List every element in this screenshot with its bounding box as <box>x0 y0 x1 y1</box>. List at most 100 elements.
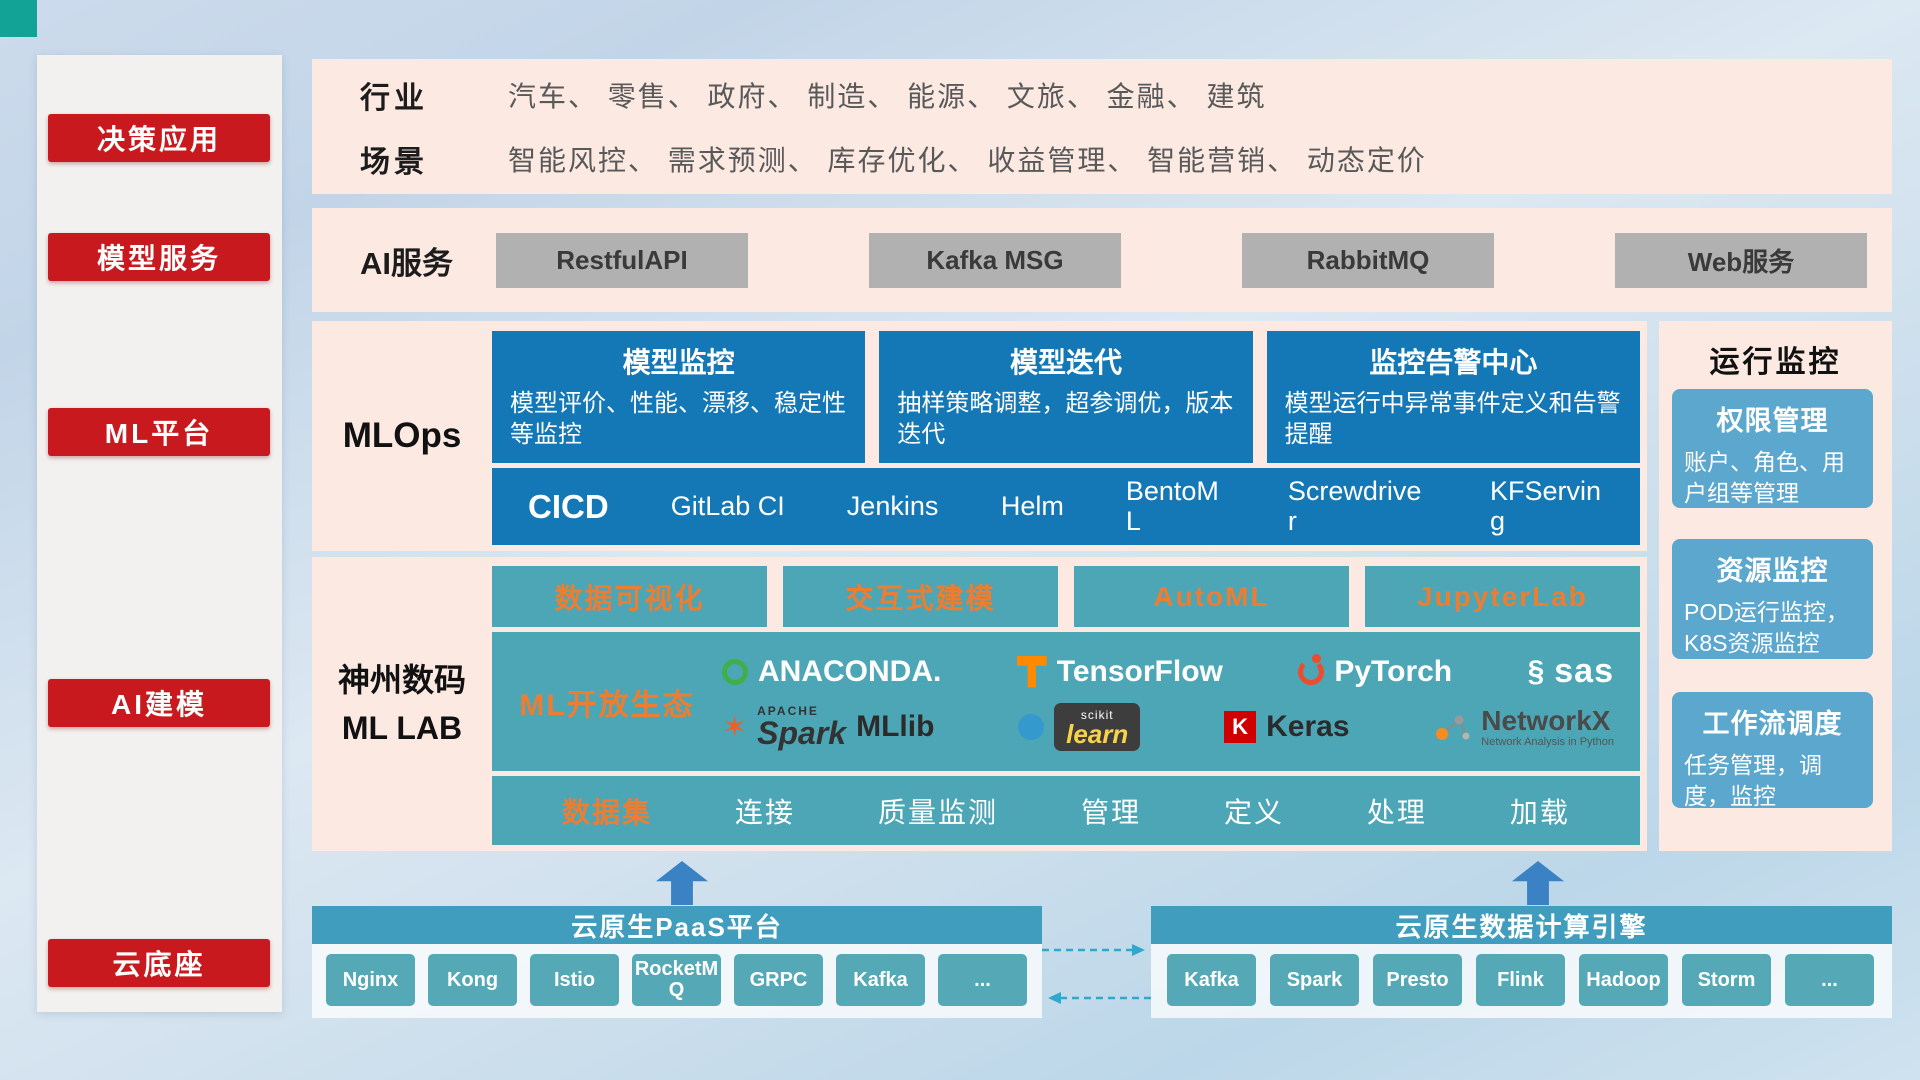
data-engine-group: 云原生数据计算引擎 Kafka Spark Presto Flink Hadoo… <box>1151 906 1892 1018</box>
flink-button[interactable]: Flink <box>1476 954 1565 1006</box>
sidebar-item-decision-apps[interactable]: 决策应用 <box>48 114 270 162</box>
card-desc: 模型运行中异常事件定义和告警提醒 <box>1284 390 1621 449</box>
model-iteration-card: 模型迭代 抽样策略调整，超参调优，版本迭代 <box>879 331 1253 463</box>
resource-monitoring-card: 资源监控 POD运行监控，K8S资源监控 <box>1672 539 1873 659</box>
jupyterlab-button[interactable]: JupyterLab <box>1365 566 1640 627</box>
pytorch-logo: PyTorch <box>1298 655 1452 689</box>
sidebar-item-ml-platform[interactable]: ML平台 <box>48 408 270 456</box>
kafka-msg-button[interactable]: Kafka MSG <box>869 232 1121 288</box>
mlops-panel: MLOps 模型监控 模型评价、性能、漂移、稳定性等监控 模型迭代 抽样策略调整… <box>312 321 1647 551</box>
networkx-logo: NetworkX Network Analysis in Python <box>1433 704 1614 749</box>
dataset-connect: 连接 <box>734 796 795 828</box>
web-service-button[interactable]: Web服务 <box>1615 232 1867 288</box>
paas-platform-title: 云原生PaaS平台 <box>312 906 1042 944</box>
keras-logo: K Keras <box>1224 710 1350 744</box>
left-sidebar: 决策应用 模型服务 ML平台 AI建模 云底座 <box>37 55 282 1012</box>
ai-service-label: AI服务 <box>360 245 453 281</box>
mllab-label-line1: 神州数码 <box>337 662 466 698</box>
ml-ecosystem-box: ML开放生态 ANACONDA. TensorFlow PyTorch <box>492 632 1640 771</box>
interactive-modeling-button[interactable]: 交互式建模 <box>783 566 1058 627</box>
engine-buttons: Kafka Spark Presto Flink Hadoop Storm ..… <box>1151 944 1892 1018</box>
grpc-button[interactable]: GRPC <box>734 954 823 1006</box>
dataset-process: 处理 <box>1366 796 1427 828</box>
jenkins-item: Jenkins <box>846 490 939 521</box>
card-title: 权限管理 <box>1716 406 1829 436</box>
restfulapi-button[interactable]: RestfulAPI <box>496 232 748 288</box>
ai-service-panel: AI服务 RestfulAPI Kafka MSG RabbitMQ Web服务 <box>312 208 1892 312</box>
data-visualization-button[interactable]: 数据可视化 <box>492 566 767 627</box>
engine-more-button[interactable]: ... <box>1785 954 1874 1006</box>
mllib-name: MLlib <box>856 710 935 743</box>
scenario-list: 智能风控、 需求预测、 库存优化、 收益管理、 智能营销、 动态定价 <box>508 144 1427 176</box>
pytorch-name: PyTorch <box>1334 654 1453 688</box>
data-engine-title: 云原生数据计算引擎 <box>1151 906 1892 944</box>
keras-name: Keras <box>1266 710 1350 743</box>
istio-button[interactable]: Istio <box>530 954 619 1006</box>
nginx-button[interactable]: Nginx <box>326 954 415 1006</box>
dataset-bar: 数据集 连接 质量监测 管理 定义 处理 加载 <box>492 776 1640 845</box>
dataset-manage: 管理 <box>1080 796 1141 828</box>
card-title: 监控告警中心 <box>1369 347 1538 378</box>
up-arrow-right <box>1512 861 1564 905</box>
networkx-icon <box>1436 715 1470 740</box>
bentoml-item: BentoML <box>1125 475 1219 536</box>
mllab-label-line2: ML LAB <box>341 710 463 746</box>
spark-name: Spark <box>757 715 847 751</box>
kong-button[interactable]: Kong <box>428 954 517 1006</box>
more-button[interactable]: ... <box>938 954 1027 1006</box>
dataset-load: 加载 <box>1509 796 1570 828</box>
ecosystem-logos-row2: ✶ APACHE Spark MLlib scikit learn <box>722 703 1614 751</box>
card-title: 模型监控 <box>622 347 735 378</box>
rocketmq-button[interactable]: RocketMQ <box>632 954 721 1006</box>
up-arrow-left <box>656 861 708 905</box>
ecosystem-logos: ANACONDA. TensorFlow PyTorch § sas <box>722 652 1640 751</box>
workflow-scheduling-card: 工作流调度 任务管理，调度，监控 <box>1672 692 1873 809</box>
cicd-label: CICD <box>528 487 609 525</box>
card-title: 工作流调度 <box>1702 709 1843 739</box>
card-desc: 抽样策略调整，超参调优，版本迭代 <box>897 390 1234 449</box>
scenario-row: 场景 智能风控、 需求预测、 库存优化、 收益管理、 智能营销、 动态定价 <box>360 137 1892 181</box>
scikit-learn-logo: scikit learn <box>1018 703 1141 751</box>
scikit-super: scikit <box>1080 708 1114 722</box>
anaconda-logo: ANACONDA. <box>722 655 941 689</box>
ml-ecosystem-label: ML开放生态 <box>519 688 695 722</box>
scikit-learn-name: learn <box>1066 719 1129 749</box>
keras-icon: K <box>1224 711 1257 743</box>
pytorch-icon <box>1298 658 1325 685</box>
tensorflow-logo: TensorFlow <box>1016 654 1223 689</box>
alert-center-card: 监控告警中心 模型运行中异常事件定义和告警提醒 <box>1266 331 1640 463</box>
kfserving-item: KFServing <box>1489 475 1601 536</box>
storm-button[interactable]: Storm <box>1682 954 1771 1006</box>
sidebar-item-cloud-base[interactable]: 云底座 <box>48 939 270 987</box>
industry-list: 汽车、 零售、 政府、 制造、 能源、 文旅、 金融、 建筑 <box>508 80 1267 112</box>
kafka-engine-button[interactable]: Kafka <box>1167 954 1256 1006</box>
networkx-subtitle: Network Analysis in Python <box>1481 736 1614 749</box>
hadoop-button[interactable]: Hadoop <box>1579 954 1668 1006</box>
presto-button[interactable]: Presto <box>1373 954 1462 1006</box>
card-desc: 账户、角色、用户组等管理 <box>1684 449 1845 507</box>
sidebar-item-ai-modeling[interactable]: AI建模 <box>48 679 270 727</box>
sas-logo: § sas <box>1528 652 1614 691</box>
automl-button[interactable]: AutoML <box>1074 566 1349 627</box>
tensorflow-name: TensorFlow <box>1056 654 1223 688</box>
networkx-name: NetworkX <box>1481 704 1611 736</box>
scikit-learn-icon <box>1018 714 1045 740</box>
mllab-label: 神州数码 ML LAB <box>312 557 492 851</box>
sidebar-item-model-service[interactable]: 模型服务 <box>48 233 270 281</box>
rabbitmq-button[interactable]: RabbitMQ <box>1242 232 1494 288</box>
kafka-button[interactable]: Kafka <box>836 954 925 1006</box>
paas-buttons: Nginx Kong Istio RocketMQ GRPC Kafka ... <box>312 944 1042 1018</box>
tensorflow-icon <box>1016 655 1047 688</box>
screwdriver-item: Screwdriver <box>1287 475 1422 536</box>
ai-service-buttons: RestfulAPI Kafka MSG RabbitMQ Web服务 <box>496 232 1867 288</box>
spark-engine-button[interactable]: Spark <box>1270 954 1359 1006</box>
ecosystem-logos-row1: ANACONDA. TensorFlow PyTorch § sas <box>722 652 1614 691</box>
paas-platform-group: 云原生PaaS平台 Nginx Kong Istio RocketMQ GRPC… <box>312 906 1042 1018</box>
runtime-monitoring-panel: 运行监控 权限管理 账户、角色、用户组等管理 资源监控 POD运行监控，K8S资… <box>1659 321 1892 851</box>
dashed-flow-arrows <box>1042 944 1151 1004</box>
runtime-monitoring-title: 运行监控 <box>1709 346 1842 379</box>
sas-name: sas <box>1554 652 1614 690</box>
anaconda-name: ANACONDA. <box>758 654 942 688</box>
industry-label: 行业 <box>360 81 428 115</box>
helm-item: Helm <box>1000 490 1064 521</box>
